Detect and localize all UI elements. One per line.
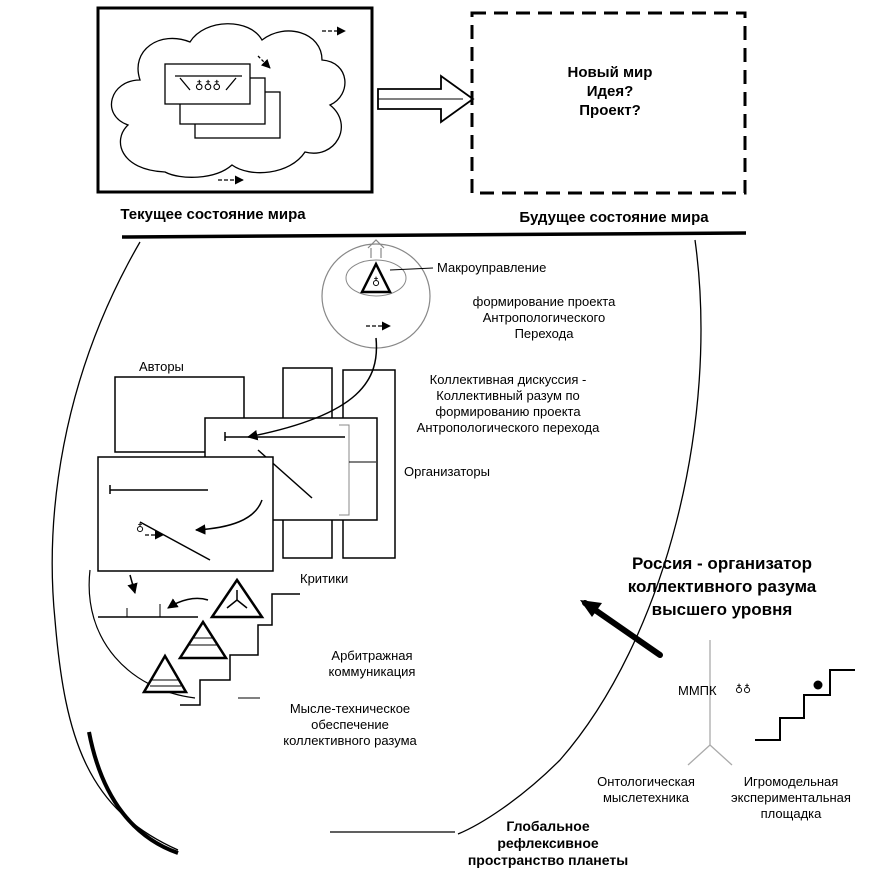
global-space-outline	[51, 241, 179, 851]
future-state-box	[470, 11, 747, 195]
collective-discussion-label: Коллективная дискуссия - Коллективный ра…	[416, 372, 600, 435]
macro-sphere: ♁	[321, 239, 434, 349]
future-state-text: Новый мир Идея? Проект?	[567, 64, 653, 119]
ontology-label: Онтологическая мыслетехника	[597, 774, 695, 805]
russia-arrow	[582, 600, 663, 658]
organizers-label: Организаторы	[404, 464, 490, 479]
global-space-label: Глобальное рефлексивное пространство пла…	[467, 818, 629, 868]
dashed-arrow-icon	[257, 55, 271, 69]
game-platform-label: Игромодельная экспериментальная площадка	[731, 774, 851, 821]
svg-text:♁♁: ♁♁	[735, 683, 751, 696]
staircase	[180, 593, 300, 706]
project-label: формирование проекта Антропологического …	[472, 294, 616, 341]
separator-line	[121, 231, 747, 239]
current-state-caption: Текущее состояние мира	[120, 206, 306, 223]
svg-text:♁: ♁	[372, 276, 380, 289]
future-state-caption: Будущее состояние мира	[519, 209, 709, 226]
authors-label: Авторы	[139, 359, 184, 374]
arbitration-label: Арбитражная коммуникация	[328, 648, 416, 679]
russia-label: Россия - организатор коллективного разум…	[627, 554, 817, 619]
tech-support-label: Мысле-техническое обеспечение коллективн…	[283, 701, 417, 748]
mmpk-label: ММПК	[678, 683, 717, 698]
cloud-shape	[110, 23, 346, 178]
macro-label: Макроуправление	[437, 260, 547, 275]
game-staircase	[755, 669, 855, 741]
svg-text:♁: ♁	[136, 522, 144, 535]
current-state-box: ♁♁♁	[96, 6, 374, 194]
critics-label: Критики	[300, 571, 349, 586]
people-icons: ♁♁♁	[195, 79, 221, 93]
